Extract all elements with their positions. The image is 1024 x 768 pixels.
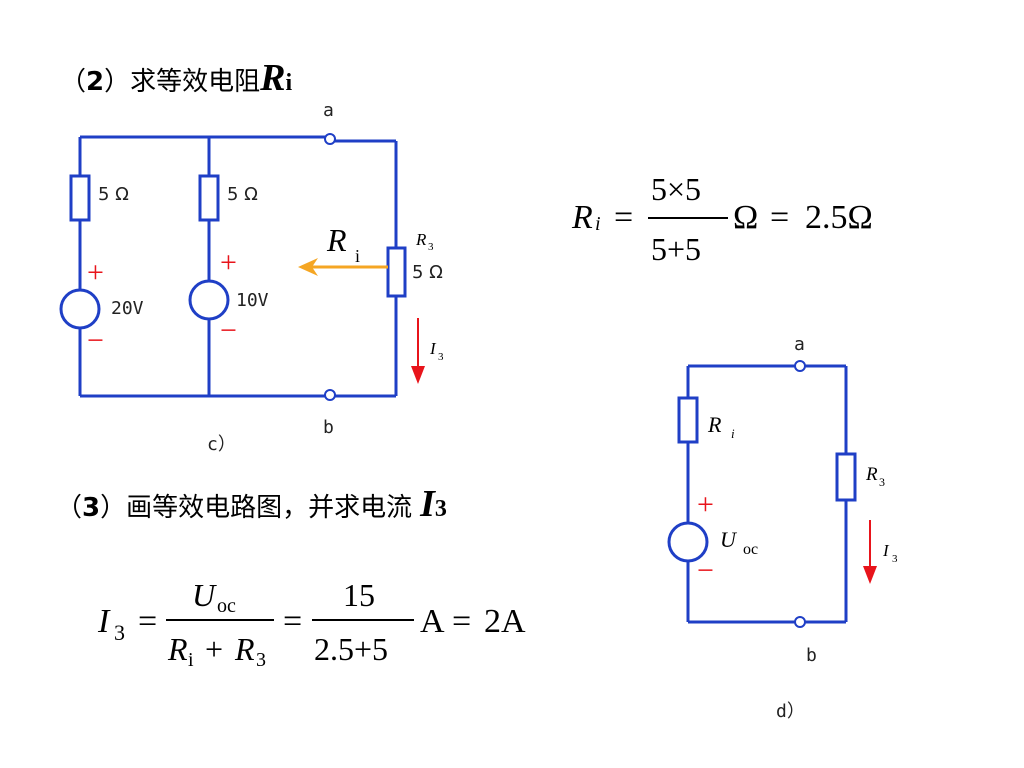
node-a-label-d: a <box>794 334 805 355</box>
figure-caption-d: d） <box>776 701 805 722</box>
terminal-b-d <box>794 616 806 628</box>
plus-sign-10v: + <box>220 246 237 279</box>
ri-arrow-label-subscript: i <box>355 246 360 266</box>
resistor-left-value: 5 Ω <box>98 184 129 205</box>
figure-caption-c: c） <box>207 434 236 455</box>
heading-variable: I <box>420 483 435 525</box>
heading-variable-subscript: 3 <box>434 496 447 522</box>
source-20v-label: 20V <box>111 298 144 319</box>
formula-i3-equals-2: = <box>283 603 302 640</box>
resistor-r3 <box>386 246 407 298</box>
heading-variable: R <box>260 57 286 99</box>
circuit-c <box>59 133 407 401</box>
formula-ri-lhs-subscript: i <box>595 213 601 235</box>
current-i3-label-d: I <box>882 541 890 560</box>
formula-i3-lhs: I <box>97 603 111 640</box>
current-i3-subscript-d: 3 <box>892 553 898 565</box>
heading-text: ）求等效电阻 <box>104 67 261 97</box>
formula-i3-lhs-subscript: 3 <box>114 620 125 645</box>
r3-label-d: R <box>865 464 878 485</box>
formula-ri-denominator: 5+5 <box>651 231 701 267</box>
node-b-label: b <box>323 417 334 438</box>
formula-ri-unit: Ω <box>733 199 758 236</box>
resistor-ri <box>677 396 699 444</box>
resistor-5ohm-left <box>69 174 91 222</box>
plus-sign-20v: + <box>87 256 104 289</box>
heading-text: ）画等效电路图，并求电流 <box>100 493 413 523</box>
resistor-middle-value: 5 Ω <box>227 184 258 205</box>
ri-arrow-label: R <box>326 222 347 258</box>
minus-sign-10v: − <box>220 314 237 347</box>
resistor-r3-d <box>835 452 857 502</box>
current-i3-label: I <box>429 339 437 358</box>
r3-label-subscript: 3 <box>428 241 434 253</box>
uoc-label-subscript: oc <box>743 541 758 558</box>
ri-label-d: R <box>707 412 722 437</box>
minus-sign-uoc: − <box>697 554 714 587</box>
formula-ri: R i = 5×5 5+5 Ω = 2.5Ω <box>571 171 873 267</box>
uoc-label: U <box>720 527 738 552</box>
formula-ri-equals-2: = <box>770 199 789 236</box>
heading-number: 3 <box>82 493 101 523</box>
terminal-a <box>324 133 336 145</box>
formula-i3-denominator-2: 2.5+5 <box>314 631 388 667</box>
formula-i3-denominator-r3: R <box>234 631 255 667</box>
formula-i3-result: 2A <box>484 603 526 640</box>
formula-i3-denominator-ri-subscript: i <box>188 649 194 671</box>
formula-i3-denominator-plus: + <box>205 631 223 667</box>
node-a-label: a <box>323 100 334 121</box>
voltage-source-20v <box>59 288 101 330</box>
formula-i3-numerator-2: 15 <box>343 577 375 613</box>
formula-i3-unit: A <box>420 603 445 640</box>
node-b-label-d: b <box>806 645 817 666</box>
formula-i3-equals: = <box>138 603 157 640</box>
source-10v-label: 10V <box>236 290 269 311</box>
formula-ri-numerator: 5×5 <box>651 171 701 207</box>
current-arrow-d <box>863 520 877 584</box>
heading-number: 2 <box>86 67 105 97</box>
r3-label-d-subscript: 3 <box>879 475 885 489</box>
resistor-5ohm-middle <box>198 174 220 222</box>
formula-i3-numerator: U <box>192 577 217 613</box>
ri-label-d-subscript: i <box>731 426 735 441</box>
minus-sign-20v: − <box>87 324 104 357</box>
heading-bracket-open: （ <box>60 67 87 97</box>
r3-label: R <box>415 230 427 249</box>
formula-i3-denominator-ri: R <box>167 631 188 667</box>
heading-section-2: （2）求等效电阻Ri <box>60 56 292 100</box>
current-i3-subscript: 3 <box>438 351 444 363</box>
heading-bracket-open: （ <box>56 493 83 523</box>
formula-i3: I 3 = U oc R i + R 3 = 15 2.5+5 A = 2A <box>97 577 526 671</box>
formula-i3-denominator-r3-subscript: 3 <box>256 649 266 671</box>
formula-i3-equals-3: = <box>452 603 471 640</box>
formula-ri-result: 2.5Ω <box>805 199 873 236</box>
circuit-d <box>667 360 857 628</box>
formula-i3-numerator-subscript: oc <box>217 595 236 617</box>
formula-ri-equals: = <box>614 199 633 236</box>
ri-arrow <box>298 258 388 276</box>
plus-sign-uoc: + <box>697 488 714 521</box>
heading-variable-subscript: i <box>285 70 293 96</box>
r3-value: 5 Ω <box>412 262 443 283</box>
formula-ri-lhs: R <box>571 199 593 236</box>
current-arrow-c <box>411 318 425 384</box>
terminal-b <box>324 389 336 401</box>
terminal-a-d <box>794 360 806 372</box>
